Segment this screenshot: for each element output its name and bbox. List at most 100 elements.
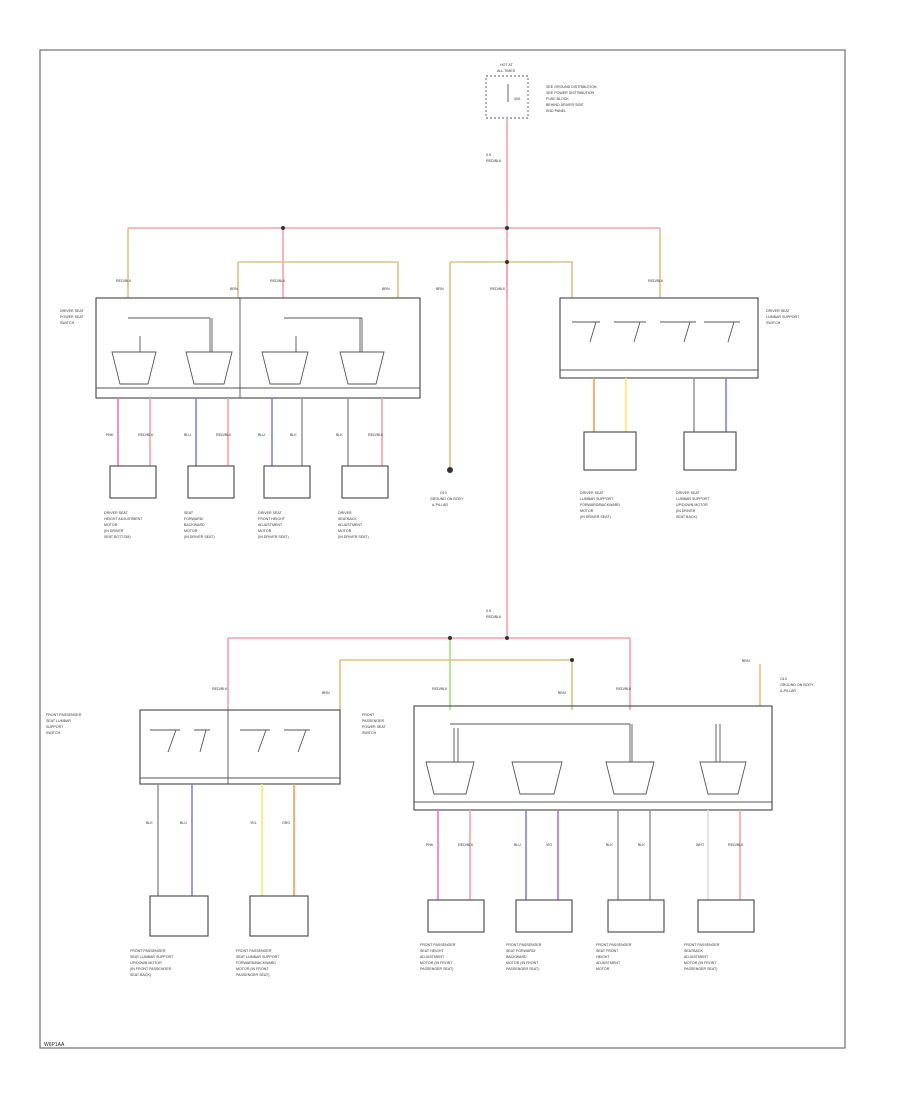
motor-label: FORWARD/BACKWARD [580,503,620,507]
driver-switch-label: DRIVER SEAT [60,309,85,313]
fuse-desc-1: SEE GROUND DISTRIBUTION [546,85,597,89]
mid-wire-color: RED/BLK [486,615,502,619]
motor-label: MOTOR (IN FRONT [236,967,269,971]
motor-label: SEATBACK [684,949,704,953]
wire-label: RED/BLK [116,279,132,283]
motor-label: HEIGHT [596,955,610,959]
wire-label: RED/BLK [458,843,474,847]
fuse-rating: 30A [514,97,521,101]
driver-motor-wires [117,398,383,466]
motor-label: PASSENGER SEAT) [506,967,539,971]
motor-label: (IN DRIVER [676,509,696,513]
motor-label: BACKWARD [184,523,205,527]
lumbar-switch-label: LUMBAR SUPPORT [766,315,800,319]
fuse-hot-label-1: HOT AT [500,63,513,67]
motor-label: UP/DOWN MOTOR [676,503,708,507]
wire-label: BLU [180,821,187,825]
top-left-motor-labels: DRIVER SEAT HEIGHT ADJUSTMENT MOTOR (IN … [104,511,369,539]
motor-label: ADJUSTMENT [684,955,709,959]
motor-label: FRONT HEIGHT [258,517,286,521]
wire-label: BLK [336,433,343,437]
motor-label: (IN DRIVER SEAT) [338,535,369,539]
motor-label: SEAT [184,511,194,515]
pass-lumbar-label: FRONT PASSENGER [46,713,82,717]
motor-label: SEAT BACK) [130,973,151,977]
motor-label: MOTOR (IN FRONT [684,961,717,965]
wire-label: RED/BLK [728,843,744,847]
motor-label: DRIVER [338,511,352,515]
ground-bottom-label: G14 [780,677,787,681]
ground-top-label: G10 [440,491,447,495]
wire-label: YEL [250,821,257,825]
passenger-lumbar-switch: FRONT PASSENGER SEAT LUMBAR SUPPORT SWIT… [46,709,341,785]
driver-lumbar-switch: DRIVER SEAT LUMBAR SUPPORT SWITCH [559,297,800,379]
top-right-motors: DRIVER SEAT LUMBAR SUPPORT FORWARD/BACKW… [580,431,737,519]
driver-lumbar-wires [593,378,727,432]
motor-label: ADJUSTMENT [258,523,283,527]
motor-label: (IN DRIVER [104,529,124,533]
wire-label: PNK [106,433,114,437]
motor-label: MOTOR [104,523,118,527]
motor-label: SEAT LUMBAR SUPPORT [130,955,174,959]
pass-lumbar-label: SUPPORT [46,725,64,729]
wire-label: RED/BLK [270,279,286,283]
wire-label: BLK [606,843,613,847]
wire-label: VIO [546,843,552,847]
page-frame [39,49,846,1049]
pass-switch-label: FRONT [362,713,375,717]
motor-label: HEIGHT ADJUSTMENT [104,517,143,521]
driver-switch-label: POWER SEAT [60,315,84,319]
wire-label: BRN [742,659,750,663]
motor-label: MOTOR [596,967,610,971]
motor-label: FORWARD/ [184,517,203,521]
wire-label: RED/BLK [616,687,632,691]
motor-label: MOTOR (IN FRONT [506,961,539,965]
fuse-desc-3: FUSE BLOCK [546,97,569,101]
motor-label: FRONT PASSENGER [506,943,542,947]
driver-motor-wire-codes: PNK RED/BLK BLU RED/BLK BLU BLK BLK RED/… [106,433,384,437]
motor-label: DRIVER SEAT [104,511,129,515]
pass-motor-wire-codes: PNK RED/BLK BLU VIO BLK BLK WHT RED/BLK [426,843,744,847]
motor-label: SEAT HEIGHT [420,949,444,953]
motor-label: SEAT BOTTOM) [104,535,131,539]
pass-switch-label: POWER SEAT [362,725,386,729]
fuse-block: HOT AT ALL TIMES 30A SEE GROUND DISTRIBU… [485,63,597,119]
wire-label: BRN [382,287,390,291]
wire-label: BRN [230,287,238,291]
pass-switch-label: PASSENGER [362,719,385,723]
fuse-desc-4: BEHIND DRIVER SIDE [546,103,584,107]
motor-label: LUMBAR SUPPORT [676,497,710,501]
mid-wire-size: 0.5 [486,609,491,613]
fuse-desc-2: SEE POWER DISTRIBUTION [546,91,595,95]
motor-label: (IN DRIVER SEAT) [184,535,215,539]
motor-label: FRONT PASSENGER [684,943,720,947]
wire-label: BRN [558,691,566,695]
top-left-motors [109,465,389,499]
motor-label: (IN DRIVER SEAT) [258,535,289,539]
motor-label: PASSENGER SEAT) [420,967,453,971]
bottom-right-motors [427,899,755,933]
ground-top-desc: GROUND ON BODY [430,497,464,501]
motor-label: UP/DOWN MOTOR [130,961,162,965]
motor-label: SEAT BACK) [676,515,697,519]
motor-label: LUMBAR SUPPORT [580,497,614,501]
motor-label: MOTOR [258,529,272,533]
motor-label: ADJUSTMENT [338,523,363,527]
ground-top-loc: A-PILLAR [432,503,448,507]
pass-lumbar-label: SWITCH [46,731,61,735]
wire-label: RED/BLK [138,433,154,437]
pass-lumbar-wire-codes: BLK BLU YEL ORG [146,821,290,825]
motor-label: ADJUSTMENT [420,955,445,959]
pass-lumbar-wires [157,784,295,896]
motor-label: FRONT PASSENGER [130,949,166,953]
motor-label: ADJUSTMENT [596,961,621,965]
wire-label: BRN [436,287,444,291]
motor-label: SEAT FORWARD/ [506,949,535,953]
wire-label: BLU [258,433,265,437]
bottom-right-motor-labels: FRONT PASSENGER SEAT HEIGHT ADJUSTMENT M… [420,943,720,971]
passenger-power-seat-switch: FRONT PASSENGER POWER SEAT SWITCH [362,705,773,811]
wire-label: BLK [146,821,153,825]
wire-label: RED/BLK [432,687,448,691]
wire-label: WHT [696,843,705,847]
